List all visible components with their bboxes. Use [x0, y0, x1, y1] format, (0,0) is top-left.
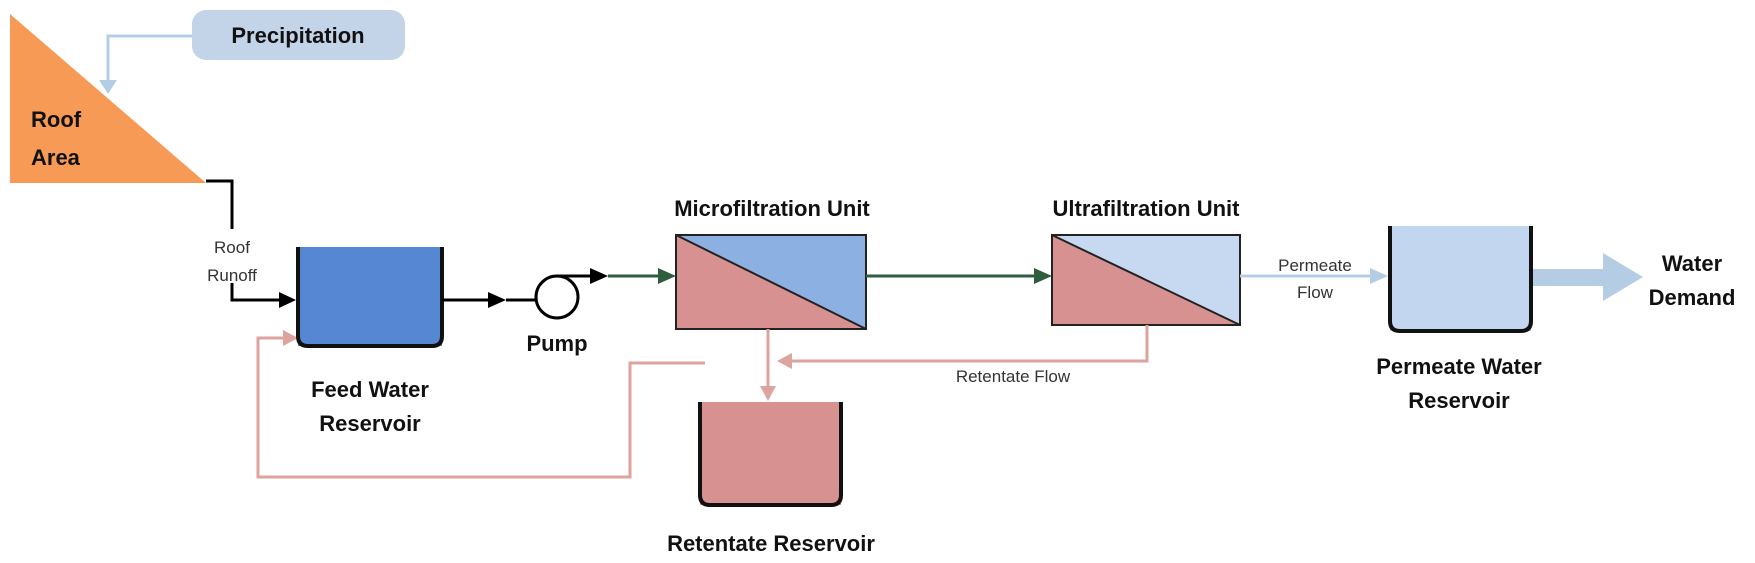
precipitation-box: [192, 10, 405, 60]
precipitation-flow-arrowhead: [99, 80, 117, 94]
uf-retentate-line: [790, 325, 1149, 363]
precipitation-flow-line: [106, 34, 192, 82]
retentate-return-arrowhead: [283, 330, 298, 346]
microfiltration-membrane: [675, 234, 867, 330]
permeate-flow-arrowhead: [1370, 268, 1388, 284]
pump-circle: [534, 274, 580, 320]
water-demand-arrow-shaft: [1533, 269, 1605, 286]
permeate-water-reservoir-outline: [1388, 226, 1533, 333]
retentate-reservoir-outline: [698, 402, 843, 507]
retentate-reservoir-label: Retentate Reservoir: [667, 531, 875, 556]
roof-area-triangle: [10, 14, 206, 183]
roof-runoff-line-lower: [230, 283, 283, 302]
roof-area-label-line1: Roof: [31, 107, 82, 132]
permeate-flow-label-line2: Flow: [1297, 283, 1334, 302]
water-demand-label-line1: Water: [1662, 251, 1723, 276]
feed-water-label-line2: Reservoir: [319, 411, 421, 436]
feed-water-reservoir-outline: [296, 247, 444, 348]
retentate-flow-label: Retentate Flow: [956, 367, 1071, 386]
roof-runoff-line: [206, 179, 234, 229]
ultrafiltration-label: Ultrafiltration Unit: [1053, 196, 1241, 221]
pump-to-mf-arrowhead: [658, 268, 676, 284]
mf-retentate-arrowhead: [760, 386, 776, 401]
roof-runoff-label-line2: Runoff: [207, 266, 257, 285]
roof-runoff-arrowhead: [279, 292, 296, 308]
retentate-reservoir: [700, 402, 841, 505]
permeate-reservoir-label-line1: Permeate Water: [1376, 354, 1542, 379]
mf-to-uf-arrowhead: [1034, 268, 1052, 284]
feed-water-label-line1: Feed Water: [311, 377, 429, 402]
uf-retentate-arrowhead: [777, 353, 792, 369]
water-demand-arrowhead: [1603, 253, 1643, 301]
permeate-flow-label-line1: Permeate: [1278, 256, 1352, 275]
pump-label: Pump: [526, 331, 587, 356]
permeate-water-reservoir: [1390, 226, 1531, 331]
permeate-reservoir-label-line2: Reservoir: [1408, 388, 1510, 413]
water-demand-label-line2: Demand: [1649, 285, 1736, 310]
feed-to-pump-arrowhead: [488, 292, 506, 308]
roof-area-label-line2: Area: [31, 145, 81, 170]
microfiltration-label: Microfiltration Unit: [674, 196, 870, 221]
ultrafiltration-membrane: [1051, 234, 1241, 326]
precipitation-label: Precipitation: [231, 23, 364, 48]
microfiltration-unit: [675, 234, 867, 330]
roof-runoff-label-line1: Roof: [214, 238, 250, 257]
feed-water-reservoir: [298, 247, 442, 346]
retentate-return-line: [256, 336, 705, 479]
pump-outlet-arrowhead: [590, 268, 608, 284]
